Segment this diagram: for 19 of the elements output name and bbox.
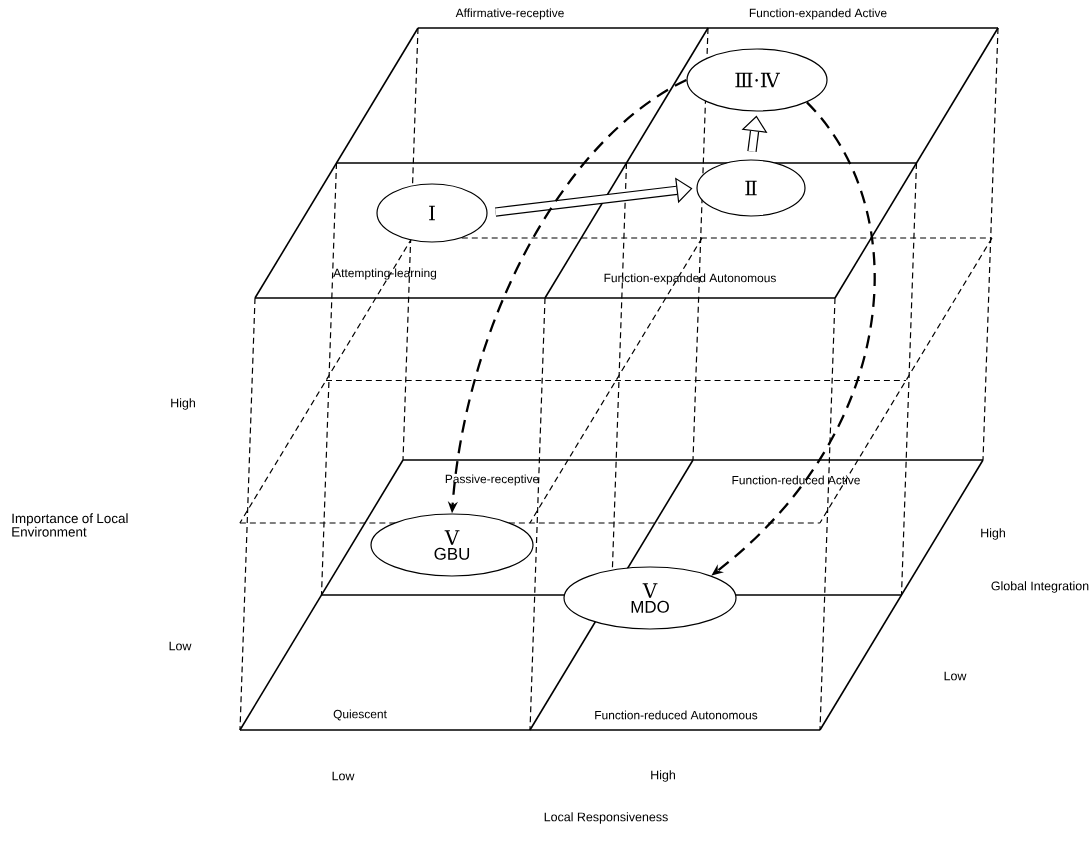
axis-label: Importance of Local Environment xyxy=(12,513,128,537)
ellipse-node: Ⅴ MDO xyxy=(563,566,737,630)
ellipse-node: Ⅴ GBU xyxy=(370,513,534,577)
axis-label: Function-reduced Autonomous xyxy=(595,710,758,720)
axis-label: Low xyxy=(332,771,355,781)
axis-label: Function-expanded Active xyxy=(749,8,887,20)
axis-label: Quiescent xyxy=(333,709,387,721)
axis-label: Local Responsiveness xyxy=(544,812,668,824)
axis-label: Low xyxy=(944,671,967,681)
ellipse-node: Ⅰ xyxy=(376,183,488,243)
arrow xyxy=(494,177,693,217)
ellipse-node: Ⅱ xyxy=(696,159,806,217)
ellipse-node: Ⅲ·Ⅳ xyxy=(686,48,828,112)
axis-label: Affirmative-receptive xyxy=(455,8,564,20)
axis-label: High xyxy=(651,770,675,782)
axis-label: High xyxy=(981,528,1005,540)
axis-label: Low xyxy=(169,641,192,651)
axis-label: High xyxy=(171,398,195,410)
axis-label: Global Integration xyxy=(991,581,1089,593)
